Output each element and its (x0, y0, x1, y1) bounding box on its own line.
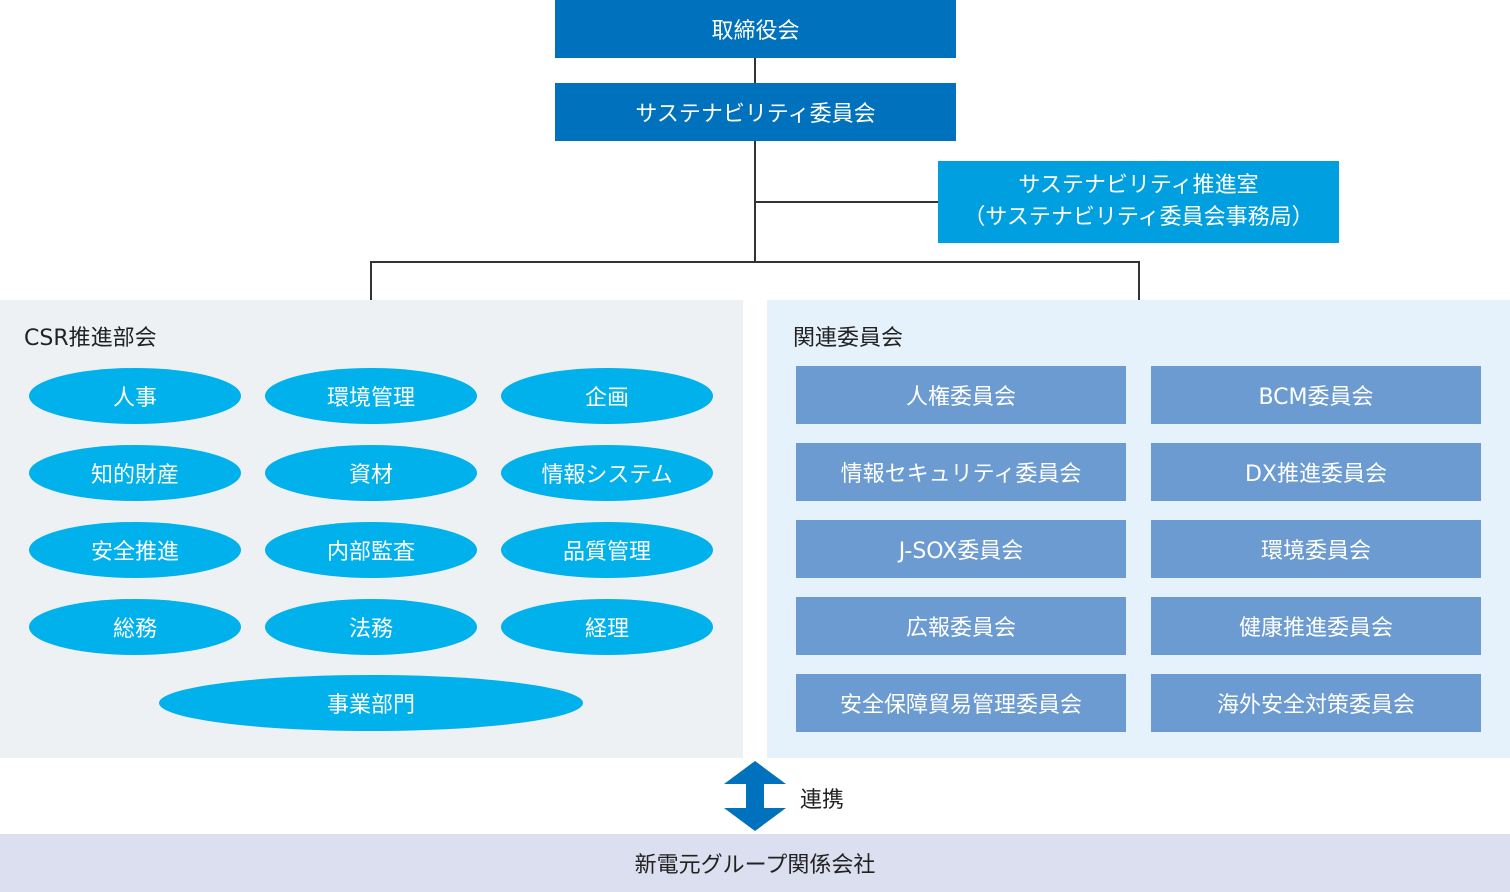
csr-item-business-units: 事業部門 (159, 675, 583, 731)
csr-item-accounting: 経理 (501, 599, 713, 655)
csr-item-infosys: 情報システム (501, 445, 713, 501)
committee-dx: DX推進委員会 (1151, 443, 1481, 501)
committee-overseas-safety: 海外安全対策委員会 (1151, 674, 1481, 732)
committee-environment: 環境委員会 (1151, 520, 1481, 578)
csr-item-safety: 安全推進 (29, 522, 241, 578)
group-companies-label: 新電元グループ関係会社 (634, 853, 876, 878)
committee-export-control: 安全保障貿易管理委員会 (796, 674, 1126, 732)
committee-human-rights: 人権委員会 (796, 366, 1126, 424)
connector-to-office (754, 201, 938, 203)
connector-board-committee (754, 58, 756, 83)
connector-left-drop (370, 261, 372, 301)
sustainability-committee-box: サステナビリティ委員会 (555, 83, 956, 141)
csr-item-general-affairs: 総務 (29, 599, 241, 655)
link-label: 連携 (800, 788, 845, 813)
double-arrow-icon (724, 761, 786, 831)
csr-item-legal: 法務 (265, 599, 477, 655)
committee-info-security: 情報セキュリティ委員会 (796, 443, 1126, 501)
csr-item-hr: 人事 (29, 368, 241, 424)
connector-right-drop (1138, 261, 1140, 301)
csr-item-materials: 資材 (265, 445, 477, 501)
board-label: 取締役会 (711, 19, 800, 44)
committee-health: 健康推進委員会 (1151, 597, 1481, 655)
csr-item-quality: 品質管理 (501, 522, 713, 578)
group-companies-bar: 新電元グループ関係会社 (0, 834, 1510, 892)
csr-item-planning: 企画 (501, 368, 713, 424)
board-box: 取締役会 (555, 0, 956, 58)
sustainability-office-box: サステナビリティ推進室 （サステナビリティ委員会事務局） (938, 161, 1339, 243)
office-label-line2: （サステナビリティ委員会事務局） (963, 205, 1314, 230)
csr-panel-title: CSR推進部会 (24, 326, 157, 351)
committee-bcm: BCM委員会 (1151, 366, 1481, 424)
csr-item-ip: 知的財産 (29, 445, 241, 501)
related-committees-panel: 関連委員会 人権委員会 BCM委員会 情報セキュリティ委員会 DX推進委員会 J… (767, 300, 1510, 758)
csr-item-env-mgmt: 環境管理 (265, 368, 477, 424)
connector-horizontal (370, 261, 1140, 263)
csr-item-internal-audit: 内部監査 (265, 522, 477, 578)
committee-label: サステナビリティ委員会 (635, 102, 876, 127)
committee-jsox: J-SOX委員会 (796, 520, 1126, 578)
csr-panel: CSR推進部会 人事 環境管理 企画 知的財産 資材 情報システム 安全推進 内… (0, 300, 743, 758)
office-label-line1: サステナビリティ推進室 (1018, 173, 1259, 198)
related-panel-title: 関連委員会 (793, 326, 904, 351)
committee-pr: 広報委員会 (796, 597, 1126, 655)
